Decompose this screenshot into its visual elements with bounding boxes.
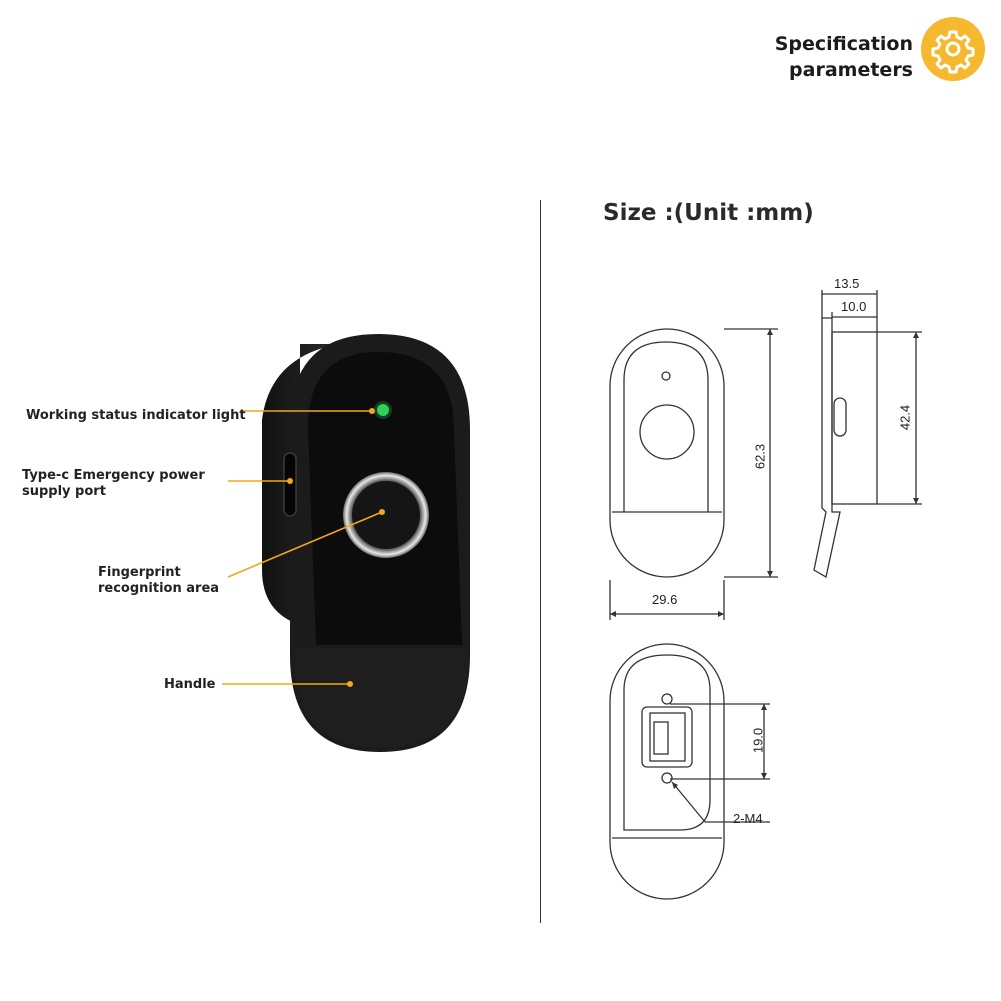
dim-width: 29.6: [652, 592, 678, 607]
dim-height: 62.3: [752, 443, 768, 470]
handle: [295, 648, 468, 748]
front-view-outline: [609, 328, 725, 578]
indicator-light: [377, 404, 389, 416]
back-view-outline: [609, 643, 725, 900]
callout-port-label: Type-c Emergency power supply port: [22, 468, 205, 500]
dim-depth-body: 10.0: [841, 299, 867, 314]
dim-mount-spacing: 19.0: [750, 727, 766, 754]
callout-handle-label: Handle: [164, 677, 216, 692]
dim-screws: 2-M4: [733, 811, 763, 826]
gear-icon: [921, 17, 985, 81]
spec-title-line1: Specification: [774, 33, 913, 55]
callout-fingerprint-line1: Fingerprint: [98, 565, 181, 580]
spec-title-line2: parameters: [789, 59, 913, 81]
section-divider: [540, 200, 541, 923]
side-view-outline: [813, 317, 841, 579]
callout-port-line1: Type-c Emergency power: [22, 468, 205, 483]
callout-fingerprint-label: Fingerprint recognition area: [98, 565, 219, 597]
size-title: Size :(Unit :mm): [603, 200, 814, 226]
callout-fingerprint-line2: recognition area: [98, 581, 220, 596]
usb-c-port: [283, 452, 297, 517]
dim-side-height: 42.4: [897, 404, 913, 431]
lock-device: [262, 334, 470, 752]
spec-title: Specification parameters: [775, 31, 913, 83]
dim-depth-total: 13.5: [834, 276, 860, 291]
callout-port-line2: supply port: [22, 484, 106, 499]
callout-indicator-label: Working status indicator light: [26, 408, 246, 423]
